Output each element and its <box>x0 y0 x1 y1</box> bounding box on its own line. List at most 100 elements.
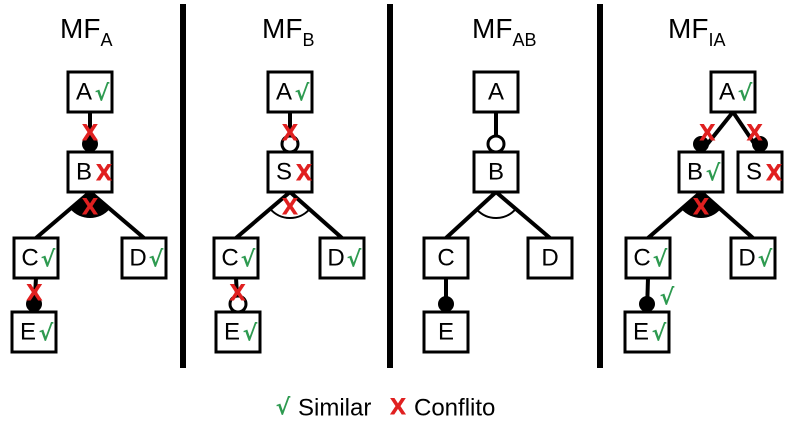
feature-label: C <box>221 245 238 272</box>
legend-conflict-label: Conflito <box>414 395 495 422</box>
feature-node-B: B <box>472 150 520 194</box>
edges <box>228 112 344 314</box>
similar-check-icon-legend: √ <box>276 396 291 421</box>
similar-check-icon-node-B: √ <box>706 162 721 187</box>
feature-node-E: E√ <box>10 310 58 354</box>
edge-B-D <box>494 190 552 240</box>
feature-label: B <box>687 159 703 186</box>
similar-check-icon-node-D: √ <box>347 248 362 273</box>
feature-label: A <box>488 79 504 106</box>
conflict-x-icon-edge-A-B: X <box>699 122 716 147</box>
edge-S-C <box>234 190 292 240</box>
conflict-x-icon-edge-A-B: X <box>82 122 99 147</box>
legend-similar-label: Similar <box>298 395 371 422</box>
similar-check-icon-node-C: √ <box>41 248 56 273</box>
feature-box <box>12 236 60 280</box>
feature-box <box>472 150 520 194</box>
mandatory-dot-A-B <box>82 136 98 152</box>
feature-label: E <box>438 319 454 346</box>
similar-check-icon-node-D: √ <box>149 248 164 273</box>
or-group-arc-B <box>70 192 110 218</box>
feature-node-D: D <box>526 236 574 280</box>
feature-label: S <box>746 159 762 186</box>
feature-label: A <box>76 79 92 106</box>
conflict-x-icon-edge-C-E: X <box>229 282 246 307</box>
feature-box <box>212 236 260 280</box>
feature-box <box>736 150 784 194</box>
mandatory-dot-C-E <box>639 296 655 312</box>
feature-box <box>318 236 366 280</box>
feature-box <box>120 236 168 280</box>
or-group-arc-B <box>681 192 721 218</box>
feature-box <box>266 70 314 114</box>
panel-title: MFA <box>60 13 112 50</box>
similar-check-icon-node-A: √ <box>295 82 310 107</box>
similar-check-icon-node-E: √ <box>243 322 258 347</box>
feature-node-B: B√ <box>677 150 725 194</box>
conflict-x-icon-node-S: X <box>766 162 783 187</box>
similar-check-icon-node-E: √ <box>652 322 667 347</box>
feature-label: C <box>437 245 454 272</box>
mandatory-dot-C-E <box>438 296 454 312</box>
similar-check-icon-edge-C-E: √ <box>660 286 675 311</box>
feature-label: C <box>21 245 38 272</box>
feature-node-A: A <box>472 70 520 114</box>
panel-title: MFAB <box>472 13 536 50</box>
conflict-x-icon-node-B: X <box>96 162 113 187</box>
feature-node-C: C√ <box>212 236 260 280</box>
conflict-x-icon-node-S: X <box>296 162 313 187</box>
feature-box <box>10 310 58 354</box>
feature-box <box>729 236 777 280</box>
feature-box <box>66 150 114 194</box>
feature-node-A: A√ <box>709 70 757 114</box>
similar-check-icon-node-A: √ <box>738 82 753 107</box>
optional-circle-A-B <box>486 134 506 154</box>
feature-label: E <box>224 319 240 346</box>
feature-node-C: C√ <box>12 236 60 280</box>
conflict-x-icon-edge-C-E: X <box>26 282 43 307</box>
feature-label: E <box>20 319 36 346</box>
similar-check-icon-node-E: √ <box>39 322 54 347</box>
feature-node-E: E <box>422 310 470 354</box>
feature-box <box>422 310 470 354</box>
feature-box <box>422 236 470 280</box>
panel-title: MFB <box>262 13 314 50</box>
alternative-group-arc-B <box>476 208 517 219</box>
feature-box <box>709 70 757 114</box>
conflict-x-icon-edge-B-C: X <box>82 196 99 221</box>
feature-label: A <box>276 79 292 106</box>
feature-box <box>677 150 725 194</box>
feature-box <box>624 236 672 280</box>
feature-node-D: D√ <box>318 236 366 280</box>
similar-check-icon-node-C: √ <box>653 248 668 273</box>
similar-check-icon-node-A: √ <box>95 82 110 107</box>
panel-ab: MFAB A B C D E <box>422 13 574 354</box>
feature-box <box>214 310 262 354</box>
conflict-x-icon-legend: X <box>390 396 407 421</box>
edges <box>438 112 552 312</box>
feature-node-C: C <box>422 236 470 280</box>
conflict-x-icon-edge-A-S: X <box>746 122 763 147</box>
feature-box <box>526 236 574 280</box>
feature-label: S <box>276 159 292 186</box>
feature-box <box>266 150 314 194</box>
feature-box <box>472 70 520 114</box>
feature-box <box>66 70 114 114</box>
feature-label: A <box>719 79 735 106</box>
feature-label: C <box>633 245 650 272</box>
feature-node-D: D√ <box>120 236 168 280</box>
conflict-x-icon-edge-S-C: X <box>282 196 299 221</box>
feature-label: B <box>488 159 504 186</box>
edge-B-C <box>444 190 498 240</box>
similar-check-icon-node-C: √ <box>241 248 256 273</box>
feature-box <box>623 310 671 354</box>
mandatory-dot-A-S <box>752 136 768 152</box>
feature-node-A: A√ <box>266 70 314 114</box>
similar-check-icon-node-D: √ <box>758 248 773 273</box>
feature-node-E: E√ <box>623 310 671 354</box>
